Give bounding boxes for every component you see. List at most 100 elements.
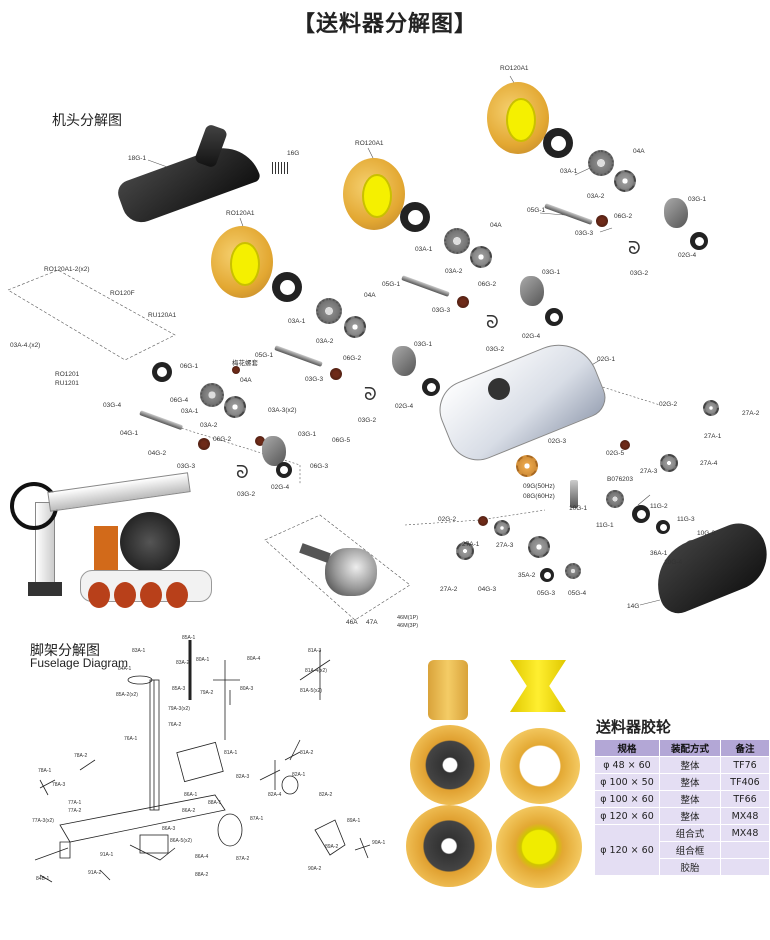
stand-label: 78A-2 (74, 753, 88, 759)
label-03g3-top: 03G-3 (575, 230, 594, 237)
stand-label: 85A-1 (182, 635, 196, 641)
label-03a4x2: 03A-4.(x2) (10, 342, 41, 349)
label-46m1p: 46M(1P) (397, 615, 419, 621)
housing-bore (488, 378, 510, 400)
label-hex-screw: 梅花螺套 (232, 360, 258, 367)
label-ro120a1-mid: RO120A1 (355, 140, 384, 147)
hub-low (316, 298, 342, 324)
label-08g60: 08G(60Hz) (523, 493, 555, 500)
cell-assembly: 胶胎 (659, 858, 721, 876)
stand-label: 84A-1 (118, 666, 132, 672)
stand-label: 86A-1 (184, 792, 198, 798)
cell-assembly: 整体 (659, 773, 721, 791)
label-ro120a1-2x2: RO120A1-2(x2) (44, 266, 90, 273)
label-ru1201: RU1201 (55, 380, 79, 387)
label-04g2: 04G-2 (148, 450, 167, 457)
seal-02g4-low (422, 378, 440, 396)
sprocket-27a1 (703, 400, 719, 416)
stand-label: 83A-2 (176, 660, 190, 666)
sprocket-mid (470, 246, 492, 268)
label-02g2-low: 02G-2 (438, 516, 457, 523)
label-27a4-right: 27A-4 (700, 460, 718, 467)
stand-label: 91A-1 (100, 852, 114, 858)
label-04a-top: 04A (633, 148, 645, 155)
stand-label: 76A-2 (168, 722, 182, 728)
label-46m3p: 46M(3P) (397, 623, 419, 629)
stand-label: 76A-1 (124, 736, 138, 742)
stand-label: 80A-4 (247, 656, 261, 662)
ring-mid (400, 202, 430, 232)
cell-spec: φ 120 × 60 (594, 824, 660, 876)
label-02g4-top: 02G-4 (678, 252, 697, 259)
label-10g4: 10G-4 (664, 559, 683, 566)
sprocket-27a3-low (494, 520, 510, 536)
sprocket-left (224, 396, 246, 418)
table-header-row: 规格 装配方式 备注 (594, 739, 770, 757)
label-02g2-right: 02G-2 (659, 401, 678, 408)
label-06g2-low: 06G-2 (343, 355, 362, 362)
hub-mid (444, 228, 470, 254)
spring-03g2-mid: ᘐ (486, 312, 499, 332)
label-03g1-b: 03G-1 (298, 431, 317, 438)
label-04g3: 04G-3 (478, 586, 497, 593)
hub-left (200, 383, 224, 407)
label-27a3-low: 27A-3 (496, 542, 514, 549)
sprocket-low (344, 316, 366, 338)
label-36a1: 36A-1 (650, 550, 668, 557)
stand-label: 78A-1 (38, 768, 52, 774)
nut-03g3-left (198, 438, 210, 450)
label-03a2-top: 03A-2 (587, 193, 605, 200)
stand-label: 77A-2 (68, 808, 82, 814)
label-06g2-top: 06G-2 (614, 213, 633, 220)
stand-label: 81A-1 (224, 750, 238, 756)
spring-03g2-low: ᘐ (364, 384, 377, 404)
label-02g4-low: 02G-4 (395, 403, 414, 410)
label-03g1-mid: 03G-1 (542, 269, 561, 276)
ring-low (272, 272, 302, 302)
cell-assembly: 整体 (659, 790, 721, 808)
stand-label: 90A-2 (308, 866, 322, 872)
hub-top (588, 150, 614, 176)
cell-note (720, 858, 770, 876)
stand-label: 91A-2 (88, 870, 102, 876)
label-03g3-b: 03G-3 (177, 463, 196, 470)
label-14g: 14G (627, 603, 640, 610)
label-ro120a1-top: RO120A1 (500, 65, 529, 72)
stand-label: 86A-4 (195, 854, 209, 860)
label-02g4-mid: 02G-4 (522, 333, 541, 340)
plate-16g-shape (272, 162, 290, 174)
stand-label: 86A-3 (162, 826, 176, 832)
label-06g4: 06G-4 (170, 397, 189, 404)
stand-label: 85A-2(x2) (116, 692, 138, 698)
stand-label: 83A-1 (132, 648, 146, 654)
label-03g2-b: 03G-2 (237, 491, 256, 498)
label-27a3-right: 27A-3 (640, 468, 658, 475)
nut-02g5-low (478, 516, 488, 526)
label-06g5: 06G-5 (332, 437, 351, 444)
label-03g4: 03G-4 (103, 402, 122, 409)
roller-section-title: 送料器胶轮 (596, 718, 672, 736)
label-11g2: 11G-2 (650, 503, 668, 510)
stand-label: 85A-3 (172, 686, 186, 692)
roller-assembly-outline (7, 269, 176, 361)
ring-11g1 (632, 505, 650, 523)
motor-shape (325, 548, 377, 596)
stand-label: 82A-3 (236, 774, 250, 780)
label-11g3: 11G-3 (677, 516, 695, 523)
seal-02g4-left (276, 462, 292, 478)
stand-label: 88A-1 (208, 800, 222, 806)
label-03g2-low: 03G-2 (358, 417, 377, 424)
label-04g1: 04G-1 (120, 430, 139, 437)
gear-09g (516, 455, 538, 477)
label-ru120a1: RU120A1 (148, 312, 177, 319)
label-03a1-low: 03A-1 (288, 318, 306, 325)
seal-05g3 (540, 568, 554, 582)
stand-label: 80A-1 (196, 657, 210, 663)
label-04a-b: 04A (240, 377, 252, 384)
table-row: φ 100 × 50 整体 TF406 (594, 773, 770, 791)
motor-outline (264, 514, 411, 621)
label-04a-mid: 04A (490, 222, 502, 229)
nut-02g5-right (620, 440, 630, 450)
stand-label: 81A-3 (308, 648, 322, 654)
table-row: φ 120 × 60 组合式 MX48 (594, 824, 770, 876)
